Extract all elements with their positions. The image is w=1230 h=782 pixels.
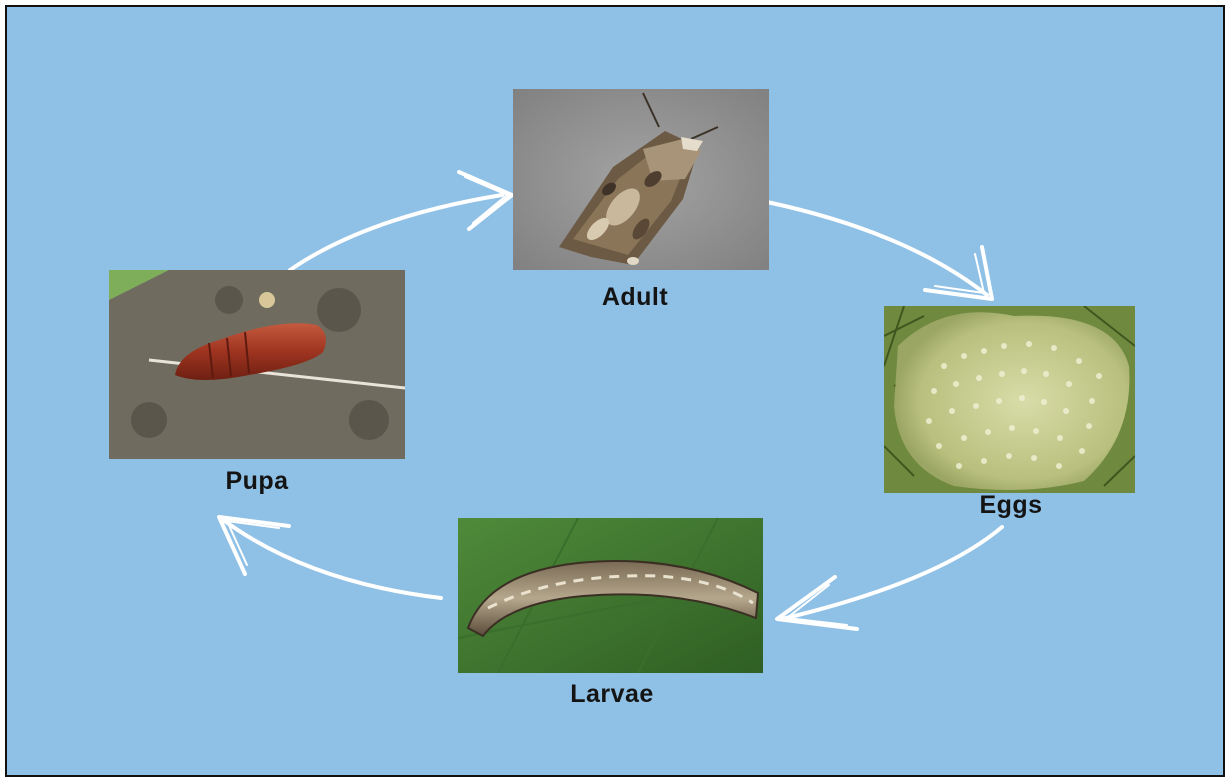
life-cycle-diagram: Adult Eggs Larvae Pupa <box>5 5 1225 777</box>
arrow-larvae-to-pupa <box>219 517 441 598</box>
larvae-label: Larvae <box>512 680 712 709</box>
arrow-eggs-to-larvae <box>777 527 1002 629</box>
pupa-label: Pupa <box>157 467 357 496</box>
pupa-photo <box>109 270 405 459</box>
larvae-photo <box>458 518 763 673</box>
arrow-adult-to-eggs <box>767 202 992 299</box>
adult-label: Adult <box>535 283 735 312</box>
eggs-photo <box>884 306 1135 493</box>
arrow-pupa-to-adult <box>290 172 512 270</box>
adult-moth-photo <box>513 89 769 270</box>
eggs-label: Eggs <box>911 491 1111 520</box>
